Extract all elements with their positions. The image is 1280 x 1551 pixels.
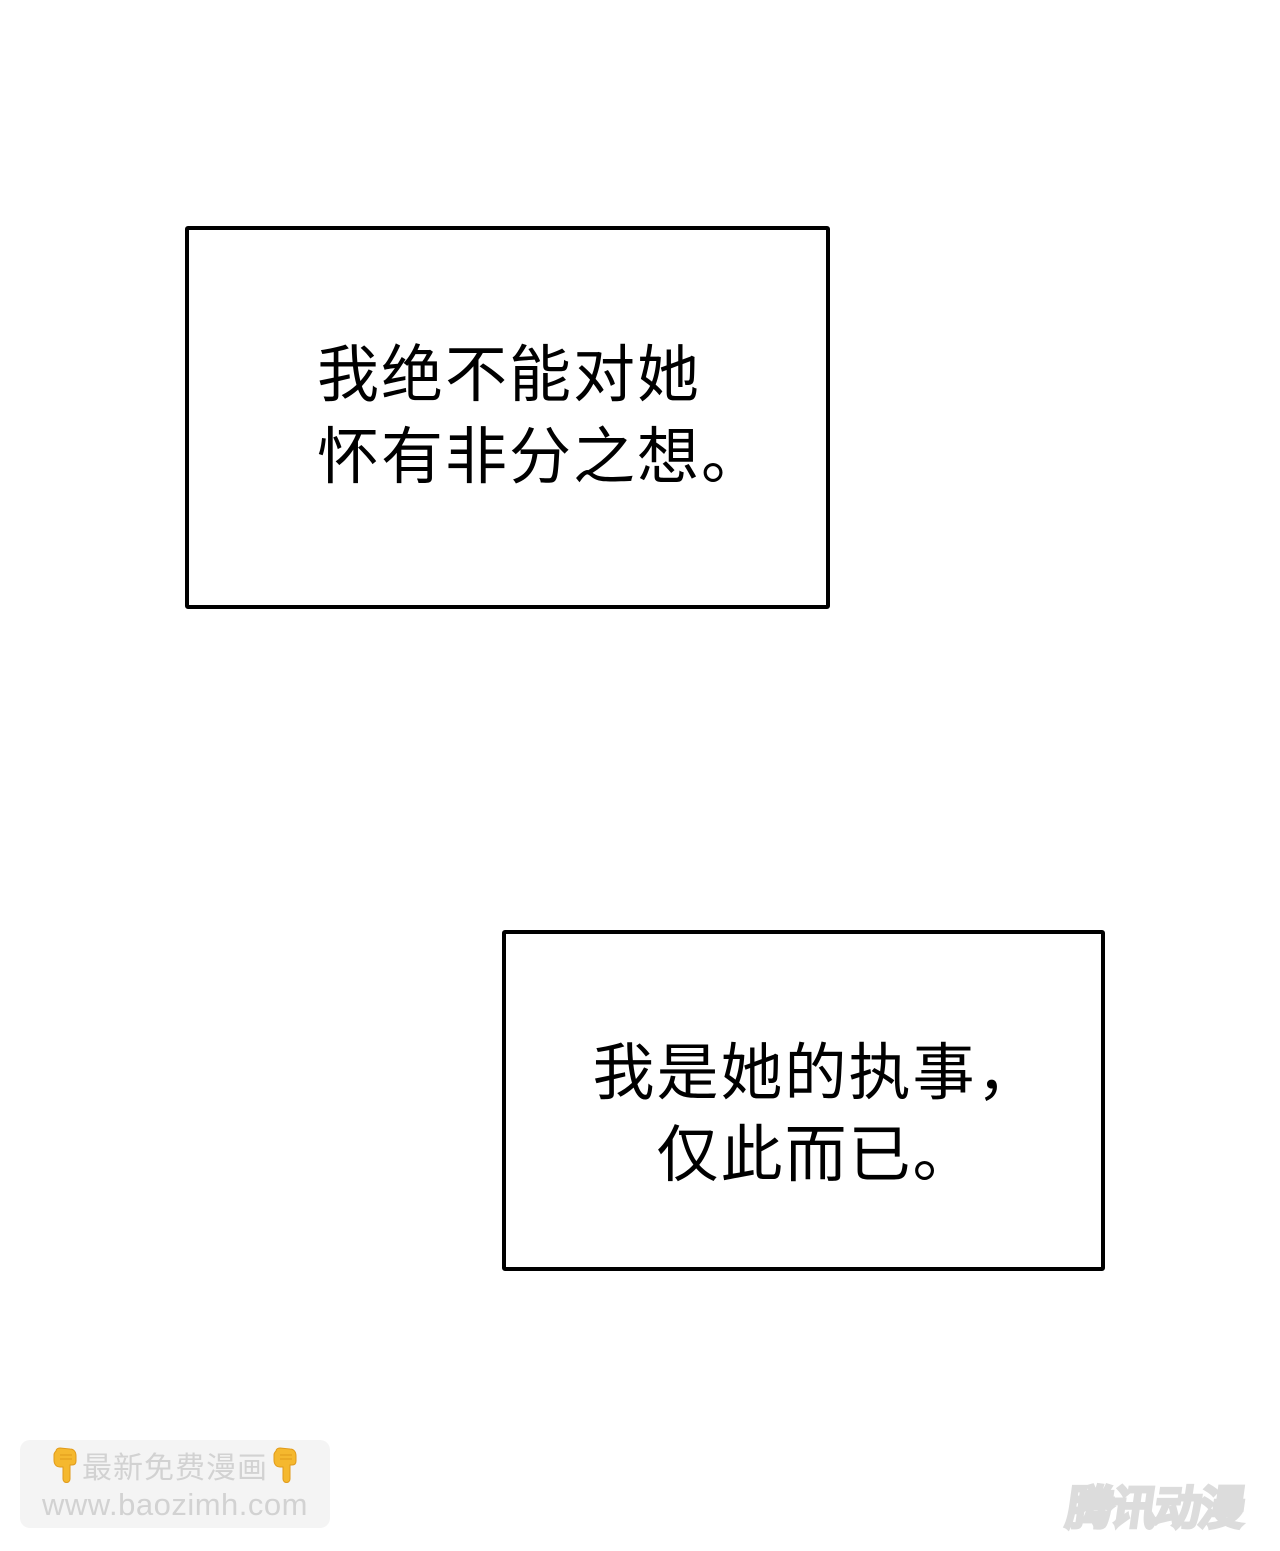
caption-line: 我绝不能对她 — [317, 338, 702, 411]
watermark-url[interactable]: www.baozimh.com — [42, 1487, 308, 1522]
caption-line: 怀有非分之想。 — [317, 420, 766, 493]
pointing-down-hand-icon — [50, 1447, 80, 1484]
watermark-headline: 最新免费漫画 — [20, 1440, 330, 1488]
brand-logo: 腾讯动漫 — [1058, 1474, 1258, 1537]
caption-line: 我是她的执事， — [592, 1036, 1041, 1109]
caption-line: 仅此而已。 — [656, 1118, 977, 1191]
svg-text:腾讯动漫: 腾讯动漫 — [1063, 1481, 1248, 1532]
watermark-line1-text: 最新免费漫画 — [82, 1452, 268, 1485]
tencent-comic-logo-icon: 腾讯动漫 — [1062, 1480, 1250, 1537]
caption-box-2: 我是她的执事， 仅此而已。 — [502, 930, 1105, 1271]
caption-text-2: 我是她的执事， 仅此而已。 — [506, 1032, 1101, 1196]
pointing-down-hand-icon — [270, 1447, 300, 1484]
caption-box-1: 我绝不能对她 怀有非分之想。 — [185, 226, 830, 609]
caption-text-1: 我绝不能对她 怀有非分之想。 — [317, 334, 765, 498]
site-watermark[interactable]: 最新免费漫画 www.baozimh.com — [20, 1440, 330, 1528]
